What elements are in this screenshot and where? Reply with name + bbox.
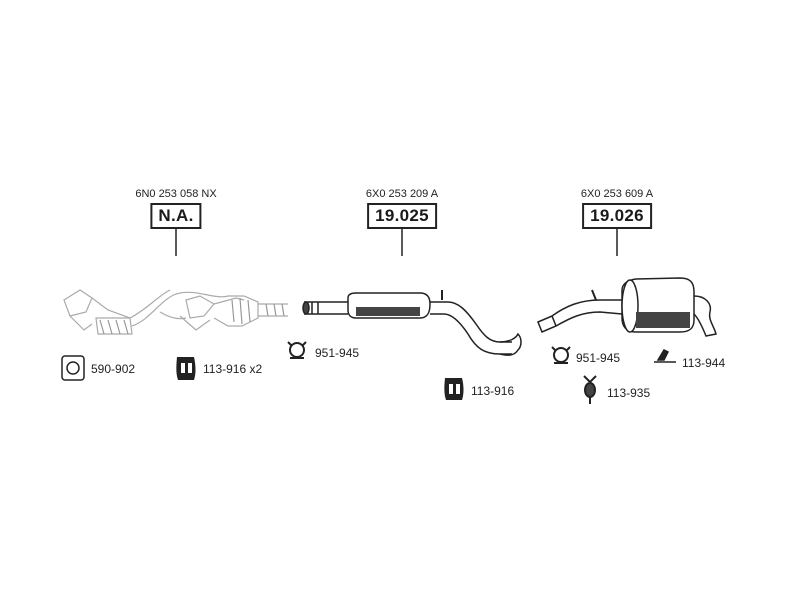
hanger-icon [654, 349, 676, 363]
ref-box-front-pipe: N.A. [150, 203, 202, 229]
oe-number-middle-silencer: 6X0 253 209 A [365, 188, 439, 200]
middle-silencer-drawing [302, 290, 522, 356]
front-pipe-catalytic-converter-drawing [63, 289, 288, 335]
rear-silencer-drawing [537, 277, 717, 337]
ref-box-rear-silencer: 19.026 [582, 203, 652, 229]
gasket-icon [61, 355, 85, 381]
part-label-gasket: 590-902 [91, 362, 136, 376]
ref-box-middle-silencer: 19.025 [367, 203, 437, 229]
part-label-rubber-mount: 113-916 [471, 384, 515, 398]
oe-number-front-pipe: 6N0 253 058 NX [135, 188, 217, 200]
part-label-hanger: 113-944 [682, 356, 726, 370]
part-label-rubber-mount-x2: 113-916 x2 [203, 362, 263, 376]
part-label-clamp-rear: 951-945 [576, 351, 621, 365]
part-label-rubber-hanger: 113-935 [607, 386, 651, 400]
clamp-icon [287, 341, 307, 359]
rubber-hanger-icon [583, 375, 597, 404]
oe-number-rear-silencer: 6X0 253 609 A [580, 188, 654, 200]
part-label-clamp-middle: 951-945 [315, 346, 360, 360]
rubber-mount-icon [444, 378, 464, 400]
rubber-mount-icon [176, 357, 196, 380]
clamp-icon [551, 346, 571, 364]
